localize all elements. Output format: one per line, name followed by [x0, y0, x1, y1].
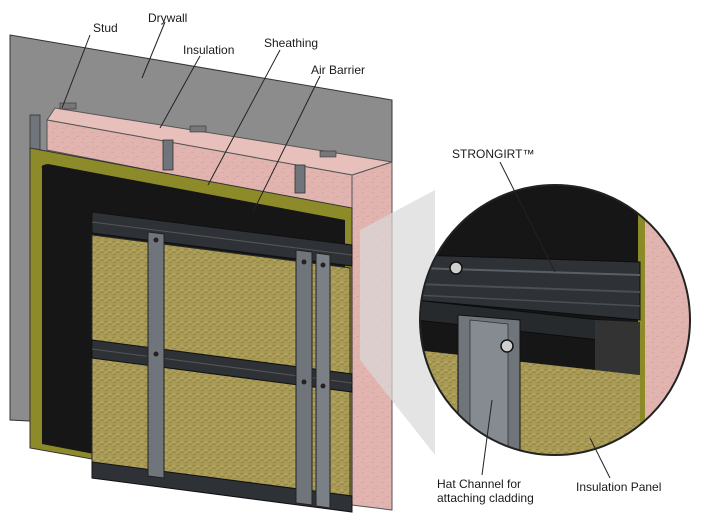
stud [162, 139, 174, 171]
zoom-detail [420, 185, 690, 455]
stud [294, 164, 306, 194]
label-sheathing: Sheathing [264, 36, 319, 50]
label-stud: Stud [93, 21, 118, 35]
hat-channel [295, 249, 313, 506]
label-drywall: Drywall [148, 11, 188, 25]
label-insulation-panel: Insulation Panel [576, 480, 662, 494]
label-hat-channel: Hat Channel for attaching cladding [437, 477, 534, 505]
leader-lines [61, 21, 611, 479]
hat-channels [147, 231, 331, 509]
label-strongirt: STRONGIRT™ [452, 147, 535, 161]
zoom-circle-border [419, 184, 691, 456]
hat-channel [315, 252, 331, 509]
zoom-cone [360, 190, 435, 455]
label-air-barrier: Air Barrier [311, 63, 366, 77]
label-insulation: Insulation [183, 43, 235, 57]
